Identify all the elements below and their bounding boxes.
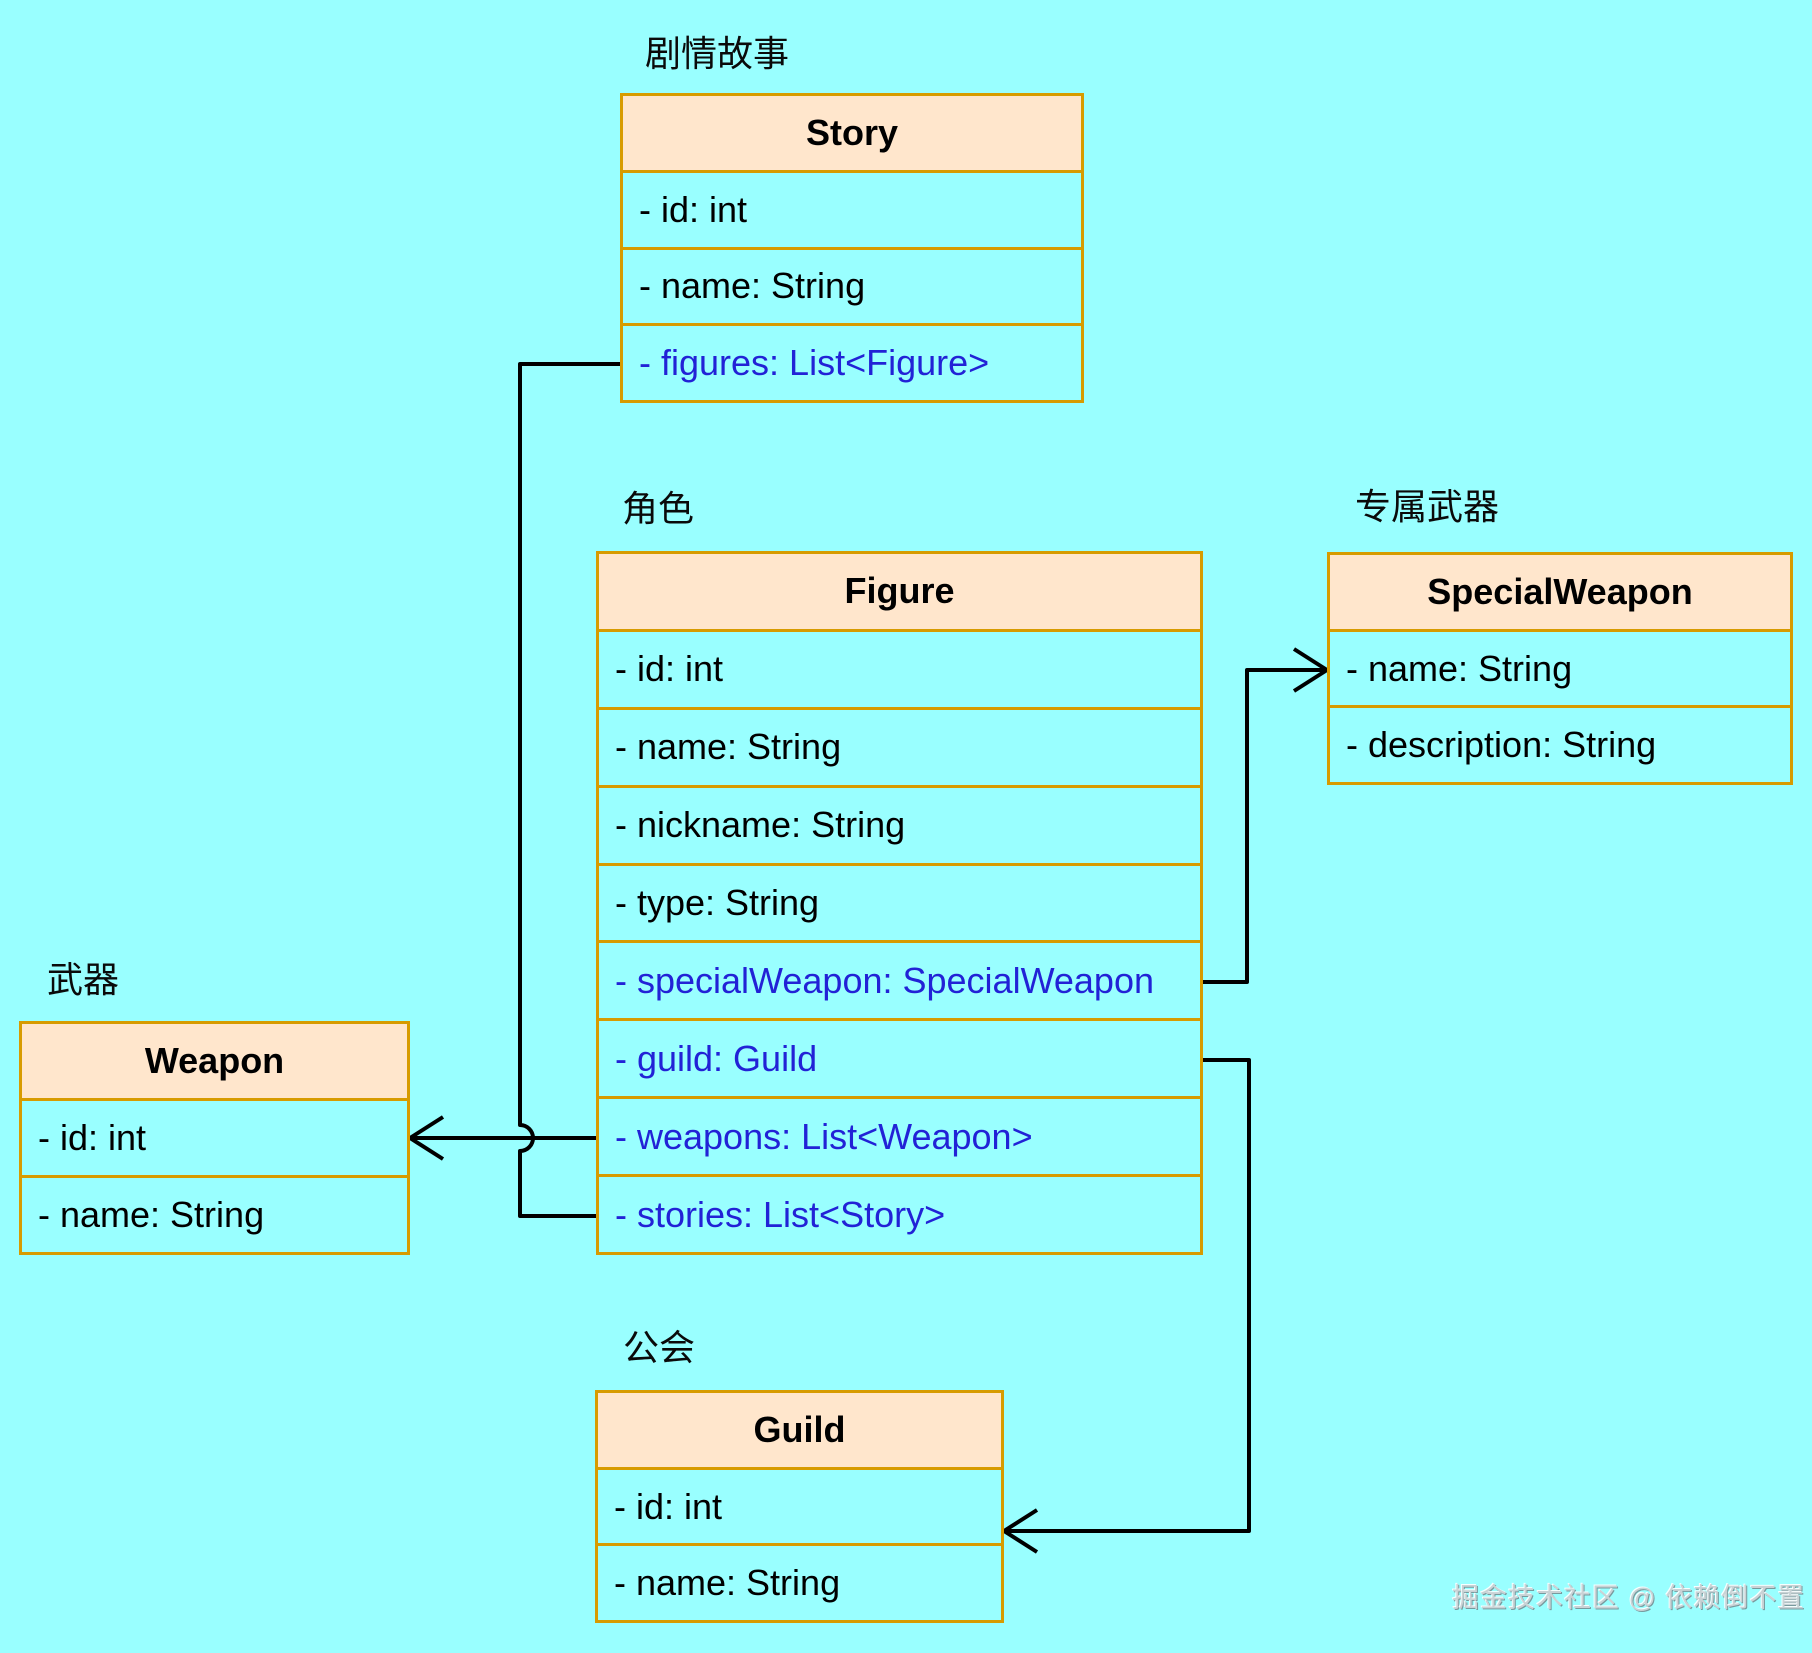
figure-attr-weapons: - weapons: List<Weapon> xyxy=(599,1096,1200,1175)
class-title-weapon: Weapon xyxy=(22,1024,407,1098)
label-specialweapon-zh: 专属武器 xyxy=(1355,486,1500,527)
specialweapon-attr-description: - description: String xyxy=(1330,705,1790,783)
figure-attr-id: - id: int xyxy=(599,628,1200,707)
figure-attr-nickname: - nickname: String xyxy=(599,784,1200,863)
class-title-figure: Figure xyxy=(599,554,1200,629)
class-title-specialweapon: SpecialWeapon xyxy=(1330,555,1790,629)
figure-attr-specialweapon: - specialWeapon: SpecialWeapon xyxy=(599,940,1200,1019)
story-attr-id: - id: int xyxy=(623,169,1081,247)
class-box-guild: Guild - id: int - name: String xyxy=(595,1390,1004,1623)
guild-attr-name: - name: String xyxy=(598,1543,1001,1621)
story-attr-figures: - figures: List<Figure> xyxy=(623,323,1081,400)
specialweapon-attr-name: - name: String xyxy=(1330,628,1790,706)
label-story-zh: 剧情故事 xyxy=(645,33,790,74)
figure-attr-type: - type: String xyxy=(599,862,1200,941)
class-title-guild: Guild xyxy=(598,1393,1001,1467)
connector-figure-guild xyxy=(1004,1058,1251,1533)
class-box-figure: Figure - id: int - name: String - nickna… xyxy=(596,551,1203,1255)
weapon-attr-name: - name: String xyxy=(22,1175,407,1252)
class-box-specialweapon: SpecialWeapon - name: String - descripti… xyxy=(1327,552,1793,785)
arrowhead-guild-icon xyxy=(1002,1508,1039,1554)
label-figure-zh: 角色 xyxy=(622,488,695,529)
class-title-story: Story xyxy=(623,96,1081,170)
figure-attr-stories: - stories: List<Story> xyxy=(599,1174,1200,1253)
weapon-attr-id: - id: int xyxy=(22,1098,407,1175)
class-box-story: Story - id: int - name: String - figures… xyxy=(620,93,1084,403)
guild-attr-id: - id: int xyxy=(598,1466,1001,1544)
class-box-weapon: Weapon - id: int - name: String xyxy=(19,1021,410,1255)
label-weapon-zh: 武器 xyxy=(47,959,120,1000)
story-attr-name: - name: String xyxy=(623,246,1081,324)
figure-attr-name: - name: String xyxy=(599,706,1200,785)
watermark-text: 掘金技术社区 @ 依赖倒不置 xyxy=(1452,1583,1806,1613)
connector-figure-specialweapon xyxy=(1203,668,1327,984)
label-guild-zh: 公会 xyxy=(623,1327,696,1368)
figure-attr-guild: - guild: Guild xyxy=(599,1018,1200,1097)
arrowhead-weapon-icon xyxy=(408,1115,445,1161)
